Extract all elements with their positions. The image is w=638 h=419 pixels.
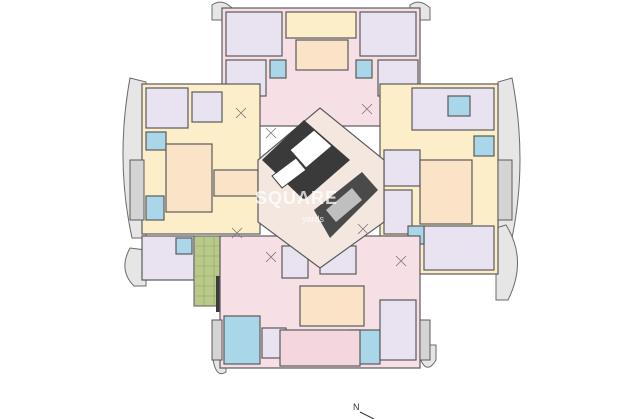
- right-wing: [379, 83, 499, 275]
- void-markers: [231, 103, 407, 267]
- watermark-sub: yards: [302, 214, 325, 224]
- north-arrow-icon: [359, 411, 375, 419]
- north-label: N: [353, 402, 360, 412]
- side-balconies: [129, 159, 513, 361]
- central-core: [257, 107, 385, 269]
- watermark: SQUARE: [255, 188, 339, 208]
- left-wing: [141, 83, 261, 281]
